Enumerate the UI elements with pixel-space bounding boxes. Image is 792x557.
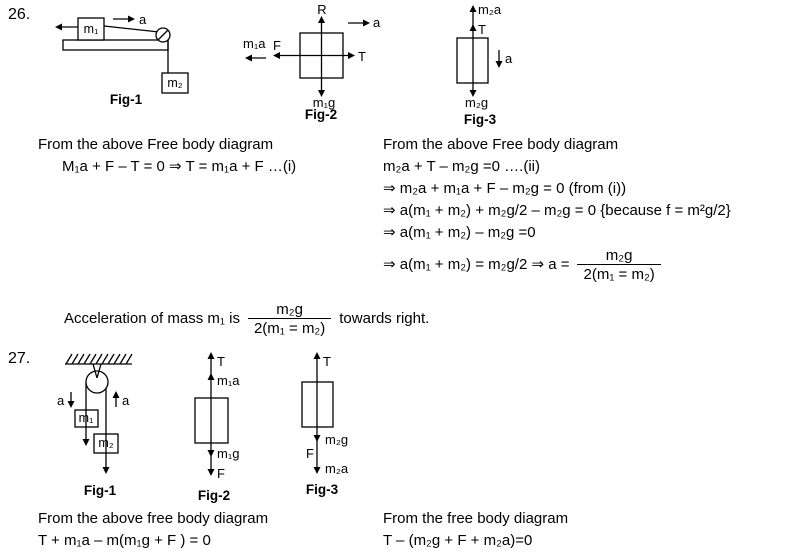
equation-prefix: ⇒ a(m₁ + m₂) = m₂g/2 ⇒ a = <box>383 256 570 273</box>
pulley-support <box>92 363 102 379</box>
inertia-force-arrow-left <box>245 54 266 62</box>
ceiling-hatch <box>65 353 133 365</box>
tension-label: T <box>358 49 366 64</box>
p26-right-derivation: From the above Free body diagram m₂a + T… <box>383 134 731 283</box>
acceleration-arrow-right <box>113 15 135 23</box>
table <box>62 39 169 51</box>
fig1-caption: Fig-1 <box>84 483 117 498</box>
inertia-force-label: m₁a <box>217 373 240 388</box>
force-label: F <box>306 446 314 461</box>
p26-conclusion: Acceleration of mass m₁ is m₂g 2(m₁ = m₂… <box>64 301 429 337</box>
weight-label: m₁g <box>313 95 335 110</box>
equation-line: T – (m₂g + F + m₂a)=0 <box>383 532 533 549</box>
inertia-force-label: m₂a <box>325 461 349 476</box>
p27-fig2-fbd-m1: T m₁a m₁g F Fig-2 <box>194 352 240 503</box>
vertical-force-arrows <box>469 5 477 97</box>
pulley-axle-mark <box>157 29 169 41</box>
fig2-caption: Fig-2 <box>305 107 337 122</box>
force-label: F <box>217 466 225 481</box>
acceleration-arrow-right-up <box>112 391 120 407</box>
result-fraction: m₂g 2(m₁ = m₂) <box>247 301 332 337</box>
friction-arrow-left <box>55 23 78 31</box>
acceleration-label: a <box>505 51 513 66</box>
mass2-label: m₂ <box>98 436 113 450</box>
string-horizontal <box>103 25 160 33</box>
acceleration-left-label: a <box>57 393 65 408</box>
p26-fig2-fbd-m1: R a m₁a F T m₁g Fig-2 <box>243 2 381 122</box>
equation-line: ⇒ a(m₁ + m₂) – m₂g =0 <box>383 224 536 241</box>
weight-label: m₂g <box>325 432 348 447</box>
fraction-numerator: m₂g <box>276 301 303 318</box>
inertia-force-label: m₂a <box>478 2 502 17</box>
derivation-heading: From the above Free body diagram <box>383 136 619 153</box>
equation-line: T + m₁a – m(m₁g + F ) = 0 <box>38 532 211 549</box>
p27-fig1-ceiling-pulley-diagram: a a m₁ m₂ Fig-1 <box>57 353 133 498</box>
tension-label: T <box>478 22 486 37</box>
acceleration-label: a <box>139 12 147 27</box>
p27-left-derivation: From the above free body diagram T + m₁a… <box>38 508 268 552</box>
equation-line: M₁a + F – T = 0 ⇒ T = m₁a + F …(i) <box>62 158 297 175</box>
problem-26-number: 26. <box>8 6 31 23</box>
fraction-numerator: m₂g <box>605 247 633 264</box>
normal-force-label: R <box>317 2 326 17</box>
derivation-line: From the above Free body diagram <box>38 136 274 153</box>
conclusion-suffix: towards right. <box>339 310 430 327</box>
p26-left-derivation: From the above Free body diagram M₁a + F… <box>38 134 296 178</box>
tension-friction-axis-arrows <box>273 52 355 59</box>
weight-label: m₁g <box>217 446 239 461</box>
left-string-and-arrow <box>82 382 90 446</box>
fraction-denominator: 2(m₁ = m₂) <box>577 264 661 283</box>
acceleration-arrow-left-down <box>67 392 75 408</box>
mass1-label: m₁ <box>84 22 99 36</box>
vertical-force-arrows <box>313 352 321 474</box>
fig3-caption: Fig-3 <box>306 482 339 497</box>
weight-label: m₂g <box>465 95 488 110</box>
inertia-force-label: m₁a <box>243 36 266 51</box>
result-fraction: m₂g 2(m₁ = m₂) <box>577 247 661 283</box>
fraction-denominator: 2(m₁ = m₂) <box>247 318 332 337</box>
acceleration-arrow-right <box>348 19 370 27</box>
friction-label: F <box>273 38 281 53</box>
tension-label: T <box>323 354 331 369</box>
p26-fig3-fbd-m2: m₂a T a m₂g Fig-3 <box>456 2 513 127</box>
p27-fig3-fbd-m2: T m₂g F m₂a Fig-3 <box>301 352 349 497</box>
equation-line: ⇒ a(m₁ + m₂) + m₂g/2 – m₂g = 0 {because … <box>383 202 731 219</box>
right-string-and-arrow <box>102 384 110 474</box>
pulley <box>85 370 109 394</box>
acceleration-arrow-down <box>495 50 503 68</box>
vertical-force-arrows <box>207 352 215 476</box>
derivation-line: From the free body diagram <box>383 510 569 527</box>
conclusion-prefix: Acceleration of mass m₁ is <box>64 310 240 327</box>
normal-weight-axis-arrows <box>318 16 325 97</box>
mass2-label: m₂ <box>167 76 182 90</box>
acceleration-label: a <box>373 15 381 30</box>
acceleration-right-label: a <box>122 393 130 408</box>
equation-line: ⇒ m₂a + m₁a + F – m₂g = 0 (from (i)) <box>383 180 627 197</box>
p26-fig1-pulley-table-diagram: m₁ a m₂ Fig-1 <box>55 12 189 107</box>
tension-label: T <box>217 354 225 369</box>
fig3-caption: Fig-3 <box>464 112 497 127</box>
fig1-caption: Fig-1 <box>110 92 143 107</box>
mass2-box <box>161 72 189 94</box>
fig2-caption: Fig-2 <box>198 488 230 503</box>
equation-line: m₂a + T – m₂g =0 ….(ii) <box>383 158 540 175</box>
problem-27-number: 27. <box>8 350 31 367</box>
derivation-line: From the above free body diagram <box>38 510 269 527</box>
mass1-box <box>77 17 105 41</box>
final-equation-row: ⇒ a(m₁ + m₂) = m₂g/2 ⇒ a = m₂g 2(m₁ = m₂… <box>383 247 731 283</box>
mass1-label: m₁ <box>79 411 94 425</box>
p27-right-derivation: From the free body diagram T – (m₂g + F … <box>383 508 568 552</box>
